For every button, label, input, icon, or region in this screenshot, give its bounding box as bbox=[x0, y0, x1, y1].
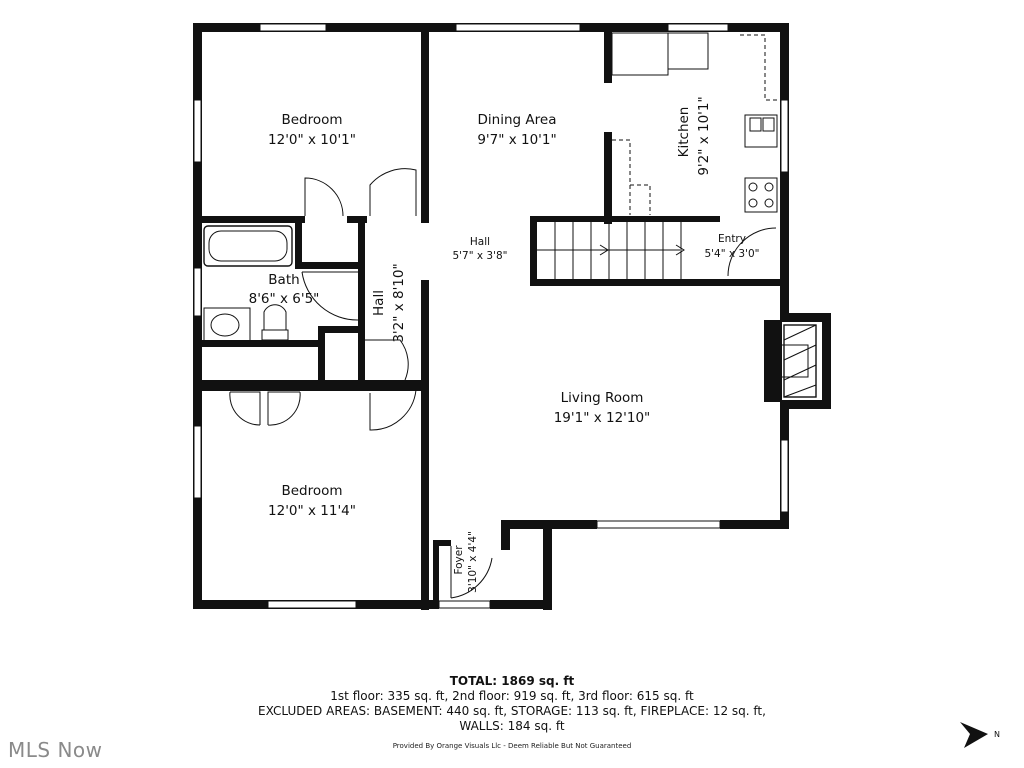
bedroom-bottom-dim: 12'0" x 11'4" bbox=[268, 503, 356, 519]
north-arrow-icon: N bbox=[960, 722, 1000, 748]
bath-dim: 8'6" x 6'5" bbox=[249, 291, 320, 307]
hall-center-dim: 5'7" x 3'8" bbox=[452, 250, 507, 262]
windows bbox=[193, 23, 789, 609]
bedroom-top-dim: 12'0" x 10'1" bbox=[268, 132, 356, 148]
living-dim: 19'1" x 12'10" bbox=[554, 410, 651, 426]
excluded-areas: EXCLUDED AREAS: BASEMENT: 440 sq. ft, ST… bbox=[258, 704, 766, 718]
bedroom-bottom-name: Bedroom bbox=[281, 483, 342, 499]
floor-plan: Bedroom 12'0" x 10'1" Dining Area 9'7" x… bbox=[193, 23, 831, 610]
kitchen-name: Kitchen bbox=[676, 107, 692, 158]
hall-center-name: Hall bbox=[470, 236, 490, 248]
mls-now-logo: MLS Now bbox=[8, 738, 103, 762]
entry-name: Entry bbox=[718, 233, 746, 245]
kitchen-dim: 9'2" x 10'1" bbox=[696, 96, 712, 175]
dining-dim: 9'7" x 10'1" bbox=[477, 132, 556, 148]
door-swings bbox=[229, 168, 777, 599]
floor-areas: 1st floor: 335 sq. ft, 2nd floor: 919 sq… bbox=[330, 689, 694, 703]
total-area: TOTAL: 1869 sq. ft bbox=[449, 674, 575, 688]
north-label: N bbox=[994, 730, 1000, 739]
living-name: Living Room bbox=[561, 390, 644, 406]
hall-vertical-dim: 3'2" x 8'10" bbox=[391, 263, 407, 342]
entry-dim: 5'4" x 3'0" bbox=[704, 248, 759, 260]
stairs bbox=[537, 222, 685, 279]
dining-name: Dining Area bbox=[478, 112, 557, 128]
bath-name: Bath bbox=[268, 272, 299, 288]
hall-vertical-name: Hall bbox=[371, 290, 387, 316]
foyer-dim: 3'10" x 4'4" bbox=[467, 531, 479, 593]
room-labels: Bedroom 12'0" x 10'1" Dining Area 9'7" x… bbox=[249, 96, 760, 593]
fixtures bbox=[203, 32, 817, 398]
bedroom-top-name: Bedroom bbox=[281, 112, 342, 128]
credit-line: Provided By Orange Visuals Llc - Deem Re… bbox=[392, 742, 632, 750]
wall-area: WALLS: 184 sq. ft bbox=[459, 719, 565, 733]
foyer-name: Foyer bbox=[453, 545, 465, 575]
